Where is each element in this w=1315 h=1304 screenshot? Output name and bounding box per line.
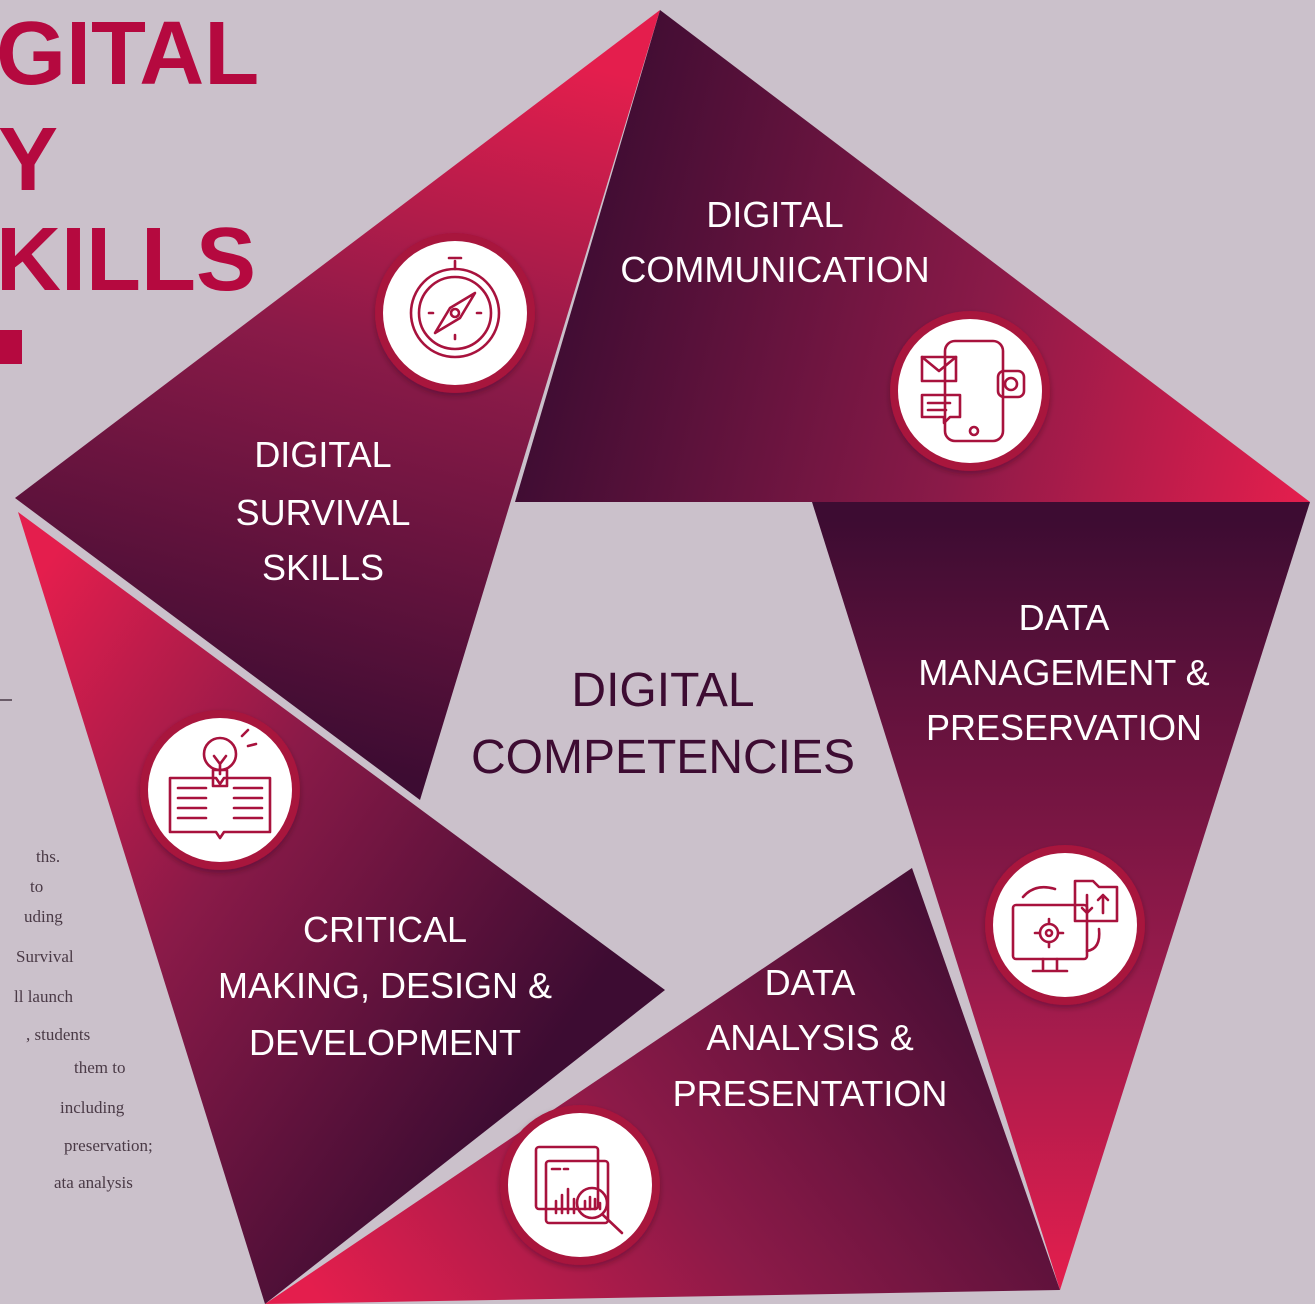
label-line: ANALYSIS & [706,1017,913,1058]
center-label-line-2: COMPETENCIES [471,731,855,784]
smartphone-messaging-icon [890,311,1050,471]
side-heading-line-2: Y [0,110,58,210]
label-digital-communication: DIGITAL COMMUNICATION [620,194,929,290]
label-line: COMMUNICATION [620,249,929,290]
side-paragraph-line: preservation; [64,1136,153,1155]
section-digital-communication [515,10,1310,502]
side-paragraph-line: them to [74,1058,125,1077]
label-line: PRESENTATION [673,1073,948,1114]
label-survival-skills: DIGITAL SURVIVAL SKILLS [236,434,411,588]
side-paragraph-line: ths. [36,847,60,866]
side-paragraph-line: , students [26,1025,90,1044]
analytics-magnifier-icon [500,1105,660,1265]
label-line: SKILLS [262,547,384,588]
label-data-analysis: DATA ANALYSIS & PRESENTATION [673,962,948,1114]
side-heading: GITAL Y KILLS [0,4,259,364]
label-line: DIGITAL [254,434,391,475]
side-heading-line-1: GITAL [0,4,259,104]
side-paragraph-line: Survival [16,947,74,966]
compass-icon [375,233,535,393]
center-label: DIGITAL COMPETENCIES [471,664,855,784]
section-critical-making [18,512,665,1304]
lightbulb-book-icon [140,710,300,870]
label-line: SURVIVAL [236,492,411,533]
section-survival-skills [15,10,660,800]
label-line: DATA [1019,597,1110,638]
label-line: DATA [765,962,856,1003]
side-paragraph-line: uding [24,907,63,926]
side-paragraph-line: ata analysis [54,1173,133,1192]
center-label-line-1: DIGITAL [571,664,754,717]
side-heading-fragment [0,330,22,364]
label-line: DIGITAL [706,194,843,235]
label-line: MANAGEMENT & [918,652,1209,693]
label-line: CRITICAL [303,909,467,950]
computer-data-transfer-icon [985,845,1145,1005]
section-data-analysis [265,868,1060,1304]
side-paragraph-line: ll launch [14,987,74,1006]
side-heading-line-3: KILLS [0,210,256,310]
label-critical-making: CRITICAL MAKING, DESIGN & DEVELOPMENT [218,909,552,1063]
label-line: DEVELOPMENT [249,1022,521,1063]
side-paragraph: ths. to uding Survival ll launch , stude… [14,847,153,1192]
label-line: PRESERVATION [926,707,1202,748]
label-line: MAKING, DESIGN & [218,965,552,1006]
side-paragraph-line: including [60,1098,125,1117]
label-data-management: DATA MANAGEMENT & PRESERVATION [918,597,1209,748]
side-paragraph-line: to [30,877,43,896]
